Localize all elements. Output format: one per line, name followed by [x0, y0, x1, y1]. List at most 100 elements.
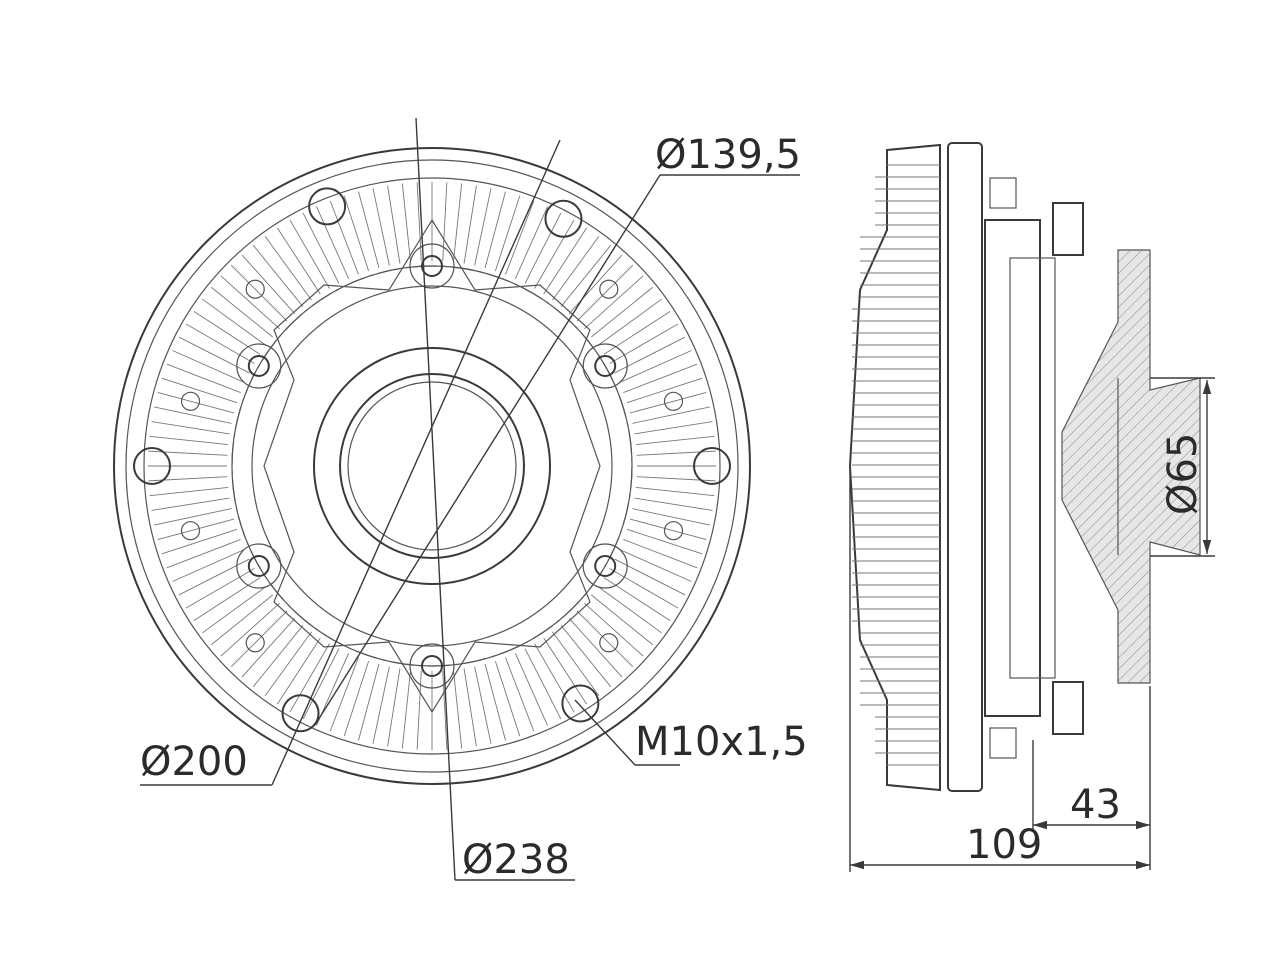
side-lower-bolt: [989, 727, 1017, 759]
fin-line: [568, 618, 623, 678]
fin-line: [629, 518, 707, 540]
fin-line: [584, 602, 644, 657]
fin-line: [252, 245, 304, 307]
fin-line: [372, 188, 390, 266]
fin-line: [154, 406, 232, 424]
fin-line: [329, 657, 359, 732]
fin-ring-outer-circle: [143, 177, 721, 755]
fin-line: [148, 450, 228, 456]
fin-line: [591, 286, 653, 338]
mount-hole: [693, 447, 731, 485]
fin-line: [230, 264, 288, 322]
fin-line: [626, 377, 703, 404]
bolt-boss: [236, 343, 282, 389]
small-hole: [245, 633, 265, 653]
fin-line: [276, 637, 321, 705]
fin-line: [474, 666, 492, 744]
side-fin-block-outline: [848, 143, 941, 792]
fin-line: [166, 363, 241, 393]
side-upper-nut: [1052, 202, 1084, 256]
fin-line: [552, 631, 600, 697]
fin-line: [543, 637, 588, 705]
fin-line: [635, 486, 715, 497]
fin-line: [623, 539, 698, 569]
fin-line: [302, 212, 340, 284]
fin-line: [619, 350, 692, 384]
side-hub-inner: [1009, 257, 1056, 679]
fin-line: [230, 610, 288, 668]
hub-plate: [263, 218, 601, 714]
dim-thread: M10x1,5: [635, 719, 808, 765]
fin-line: [157, 518, 235, 540]
bolt-pattern: [133, 187, 731, 733]
mount-hole: [281, 694, 320, 733]
fin-line: [442, 670, 448, 750]
fin-line: [609, 568, 679, 609]
fin-line: [623, 363, 698, 393]
fin-line: [172, 548, 245, 582]
fin-line: [603, 577, 671, 622]
fin-line: [178, 336, 250, 374]
mount-hole: [561, 684, 600, 723]
bolt-boss: [582, 543, 628, 589]
fin-line: [452, 669, 463, 749]
fin-line: [514, 206, 548, 279]
dim-outer-diameter: Ø238: [462, 837, 570, 883]
side-fins: [852, 164, 940, 766]
fin-line: [220, 602, 280, 657]
fin-line: [193, 577, 261, 622]
fin-line: [636, 476, 716, 482]
mount-hole: [544, 199, 583, 238]
fin-line: [302, 648, 340, 720]
fin-line: [534, 643, 575, 713]
leader-m10: [574, 699, 636, 766]
fin-line: [201, 298, 267, 346]
fin-line: [193, 310, 261, 355]
fin-line: [629, 392, 707, 414]
fin-line: [289, 219, 330, 289]
fin-line: [514, 653, 548, 726]
bolt-hole: [421, 655, 443, 677]
fin-line: [636, 450, 716, 456]
cooling-fins: [148, 182, 716, 750]
outer-rim-circle: [113, 147, 751, 785]
bolt-boss: [409, 643, 455, 689]
fin-line: [358, 663, 380, 741]
leader-200: [271, 139, 561, 786]
side-lower-nut: [1052, 681, 1084, 735]
fin-line: [252, 625, 304, 687]
mount-hole: [308, 187, 347, 226]
fin-line: [161, 377, 238, 404]
fin-line: [161, 528, 238, 555]
fin-line: [149, 486, 229, 497]
fin-line: [463, 185, 477, 264]
fin-line: [185, 323, 255, 364]
fin-line: [401, 669, 412, 749]
bolt-boss: [236, 543, 282, 589]
fin-line: [387, 185, 401, 264]
fin-line: [619, 548, 692, 582]
fin-line: [591, 594, 653, 646]
side-hub-body: [984, 219, 1041, 717]
bolt-hole: [421, 255, 443, 277]
bolt-circle-dashed: [231, 265, 633, 667]
small-hole: [663, 521, 684, 541]
small-hole: [180, 521, 201, 541]
hub-bore-outer: [339, 373, 525, 559]
fin-line: [416, 670, 422, 750]
fin-line: [614, 336, 686, 374]
side-flange-plate: [947, 142, 983, 792]
fin-ring-inner-circle: [231, 265, 633, 667]
fin-line: [264, 631, 312, 697]
fin-line: [494, 195, 521, 272]
front-view: [113, 117, 800, 881]
fin-line: [343, 195, 370, 272]
fin-line: [560, 245, 612, 307]
dim-pilot-diameter: Ø65: [1160, 433, 1206, 515]
fin-line: [576, 610, 634, 668]
fin-line: [505, 657, 535, 732]
fin-line: [372, 666, 390, 744]
dim-fan-hub-diameter: Ø139,5: [655, 132, 801, 178]
dim-bolt-circle-diameter: Ø200: [140, 739, 248, 785]
